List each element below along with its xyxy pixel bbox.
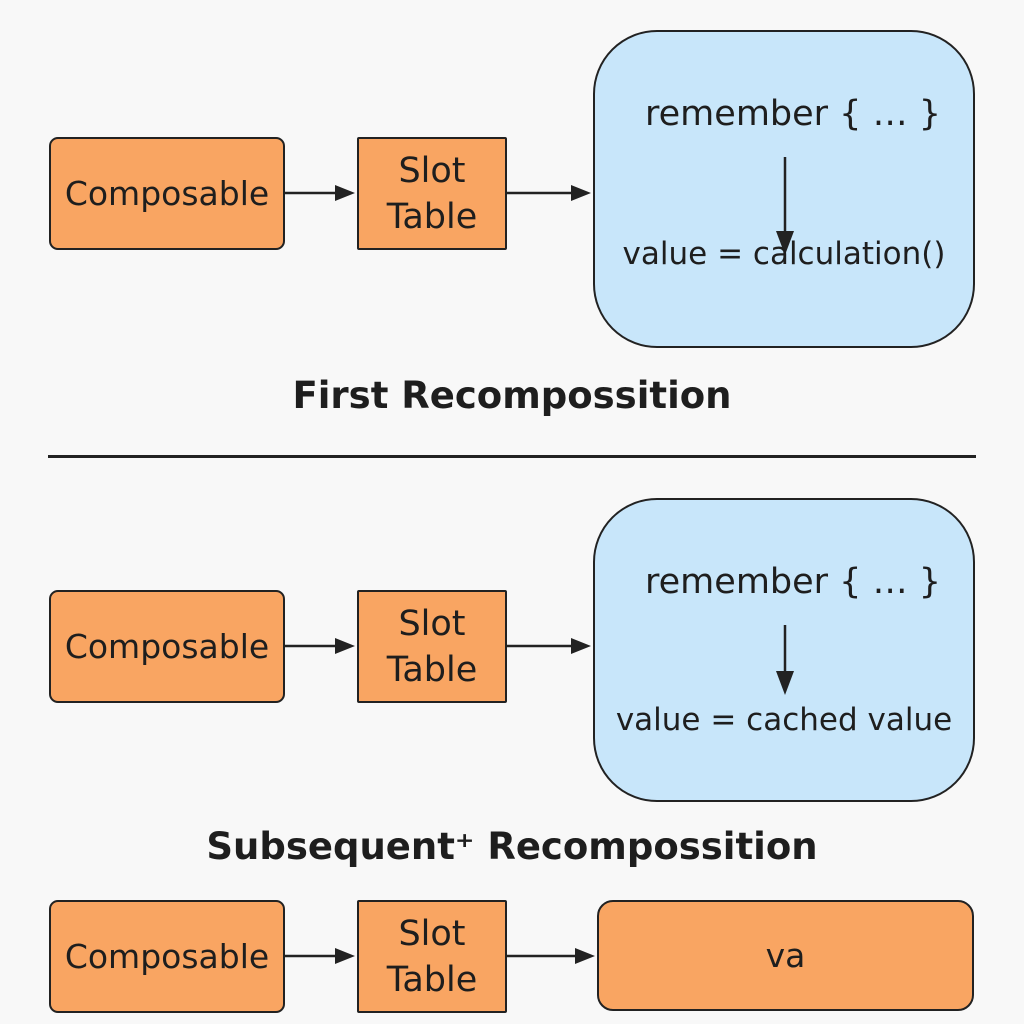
- result-label-2: value = cached value: [615, 702, 953, 738]
- composable-label-2: Composable: [64, 627, 270, 666]
- arrow-composable-to-slot-3: [285, 948, 355, 964]
- arrow-slot-to-value-3: [507, 948, 595, 964]
- value-box-3: va: [597, 900, 974, 1011]
- arrow-slot-to-remember-1: [507, 185, 591, 201]
- composable-box-1: Composable: [49, 137, 285, 250]
- slot-table-box-1: Slot Table: [357, 137, 507, 250]
- section-title-2: Subsequent⁺ Recompossition: [206, 825, 818, 868]
- result-label-1: value = calculation(): [622, 236, 946, 272]
- remember-block-1: remember { … } value = calculation(): [593, 30, 975, 348]
- down-arrow-1: [776, 157, 794, 255]
- arrow-slot-to-remember-2: [507, 638, 591, 654]
- remember-block-2: remember { … } value = cached value: [593, 498, 975, 802]
- slot-table-label-line2-1: Table: [386, 196, 478, 237]
- composable-label-3: Composable: [64, 937, 270, 976]
- slot-table-label-line2-3: Table: [386, 959, 478, 1000]
- divider: [48, 455, 976, 458]
- slot-table-label-line1-1: Slot: [398, 150, 466, 191]
- slot-table-label-line2-2: Table: [386, 649, 478, 690]
- down-arrow-2: [776, 625, 794, 695]
- section-title-1: First Recompossition: [292, 374, 732, 417]
- slot-table-box-2: Slot Table: [357, 590, 507, 703]
- composable-box-3: Composable: [49, 900, 285, 1013]
- composable-label-1: Composable: [64, 174, 270, 213]
- arrow-composable-to-slot-2: [285, 638, 355, 654]
- composable-box-2: Composable: [49, 590, 285, 703]
- remember-label-1: remember { … }: [645, 94, 941, 134]
- remember-label-2: remember { … }: [645, 562, 941, 602]
- value-label-3: va: [765, 936, 806, 975]
- slot-table-label-line1-2: Slot: [398, 603, 466, 644]
- slot-table-label-line1-3: Slot: [398, 913, 466, 954]
- slot-table-box-3: Slot Table: [357, 900, 507, 1013]
- arrow-composable-to-slot-1: [285, 185, 355, 201]
